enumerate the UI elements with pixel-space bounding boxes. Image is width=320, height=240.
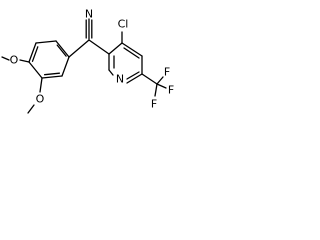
pyridine-ring (108, 42, 143, 84)
methoxy-oxygen-top-label: O (10, 54, 19, 67)
methoxy-oxygen-bottom-label: O (36, 93, 45, 106)
nitrile-bond (85, 18, 93, 40)
pyridine-nitrogen-label: N (116, 73, 124, 86)
cf3-f-top-bond (156, 76, 164, 85)
cf3-f-bottom-bond (154, 83, 158, 97)
methyl-bond-bottom (27, 104, 35, 114)
nitrile-nitrogen-label: N (85, 8, 93, 21)
methyl-bond-top (1, 56, 10, 61)
methoxy-bond-bottom (39, 77, 43, 93)
chloro-label: Cl (118, 18, 129, 31)
ch-to-pyridine-bond (88, 39, 110, 55)
fluorine-right-label: F (168, 84, 174, 97)
chemical-structure-diagram: N O O N Cl F F F (1, 8, 174, 114)
cf3-bond (141, 73, 158, 85)
fluorine-bottom-label: F (151, 98, 157, 111)
ch-to-phenyl-bond (68, 39, 90, 58)
cf3-f-right-bond (156, 83, 167, 89)
methoxy-bond-top (19, 59, 30, 63)
fluorine-top-label: F (164, 66, 170, 79)
phenyl-ring (28, 40, 70, 79)
